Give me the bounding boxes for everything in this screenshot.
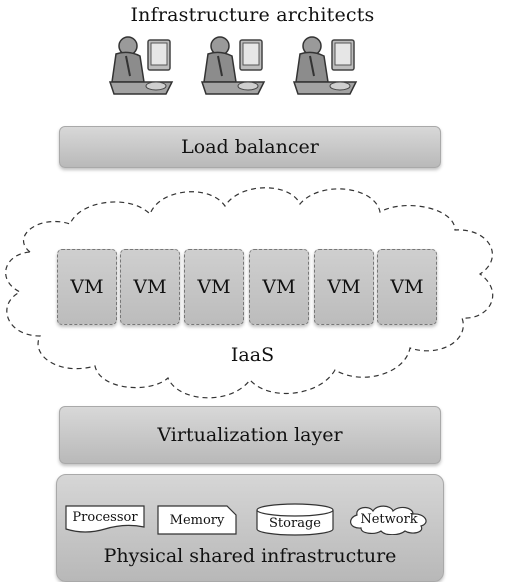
storage-cylinder-icon (256, 503, 334, 536)
vm-box: VM (184, 249, 244, 325)
memory-icon (157, 505, 237, 535)
iaas-label: IaaS (230, 344, 275, 366)
vm-box: VM (377, 249, 437, 325)
physical-infrastructure-label: Physical shared infrastructure (103, 545, 397, 567)
iaas-cloud-outline (5, 187, 494, 399)
storage-label: Storage (269, 516, 321, 531)
virtualization-layer-label: Virtualization layer (157, 424, 343, 446)
architect-at-computer-icon (292, 36, 358, 95)
processor-icon (65, 505, 145, 533)
architect-at-computer-icon (108, 36, 174, 95)
vm-box: VM (249, 249, 309, 325)
storage-resource: Storage (255, 503, 335, 537)
vm-box: VM (314, 249, 374, 325)
architect-at-computer-icon (200, 36, 266, 95)
network-label: Network (360, 512, 418, 527)
virtualization-layer-bar: Virtualization layer (59, 406, 441, 464)
network-cloud-icon (350, 505, 427, 535)
vm-box: VM (57, 249, 117, 325)
network-resource: Network (347, 505, 431, 535)
load-balancer-bar: Load balancer (59, 126, 441, 168)
processor-resource: Processor (65, 505, 145, 533)
processor-label: Processor (72, 510, 138, 525)
physical-infrastructure-panel: Processor Memory Storage Network Physica… (56, 474, 444, 582)
load-balancer-label: Load balancer (181, 136, 319, 158)
vm-box: VM (120, 249, 180, 325)
diagram-title: Infrastructure architects (130, 4, 375, 26)
memory-label: Memory (169, 513, 225, 528)
memory-resource: Memory (157, 505, 237, 535)
